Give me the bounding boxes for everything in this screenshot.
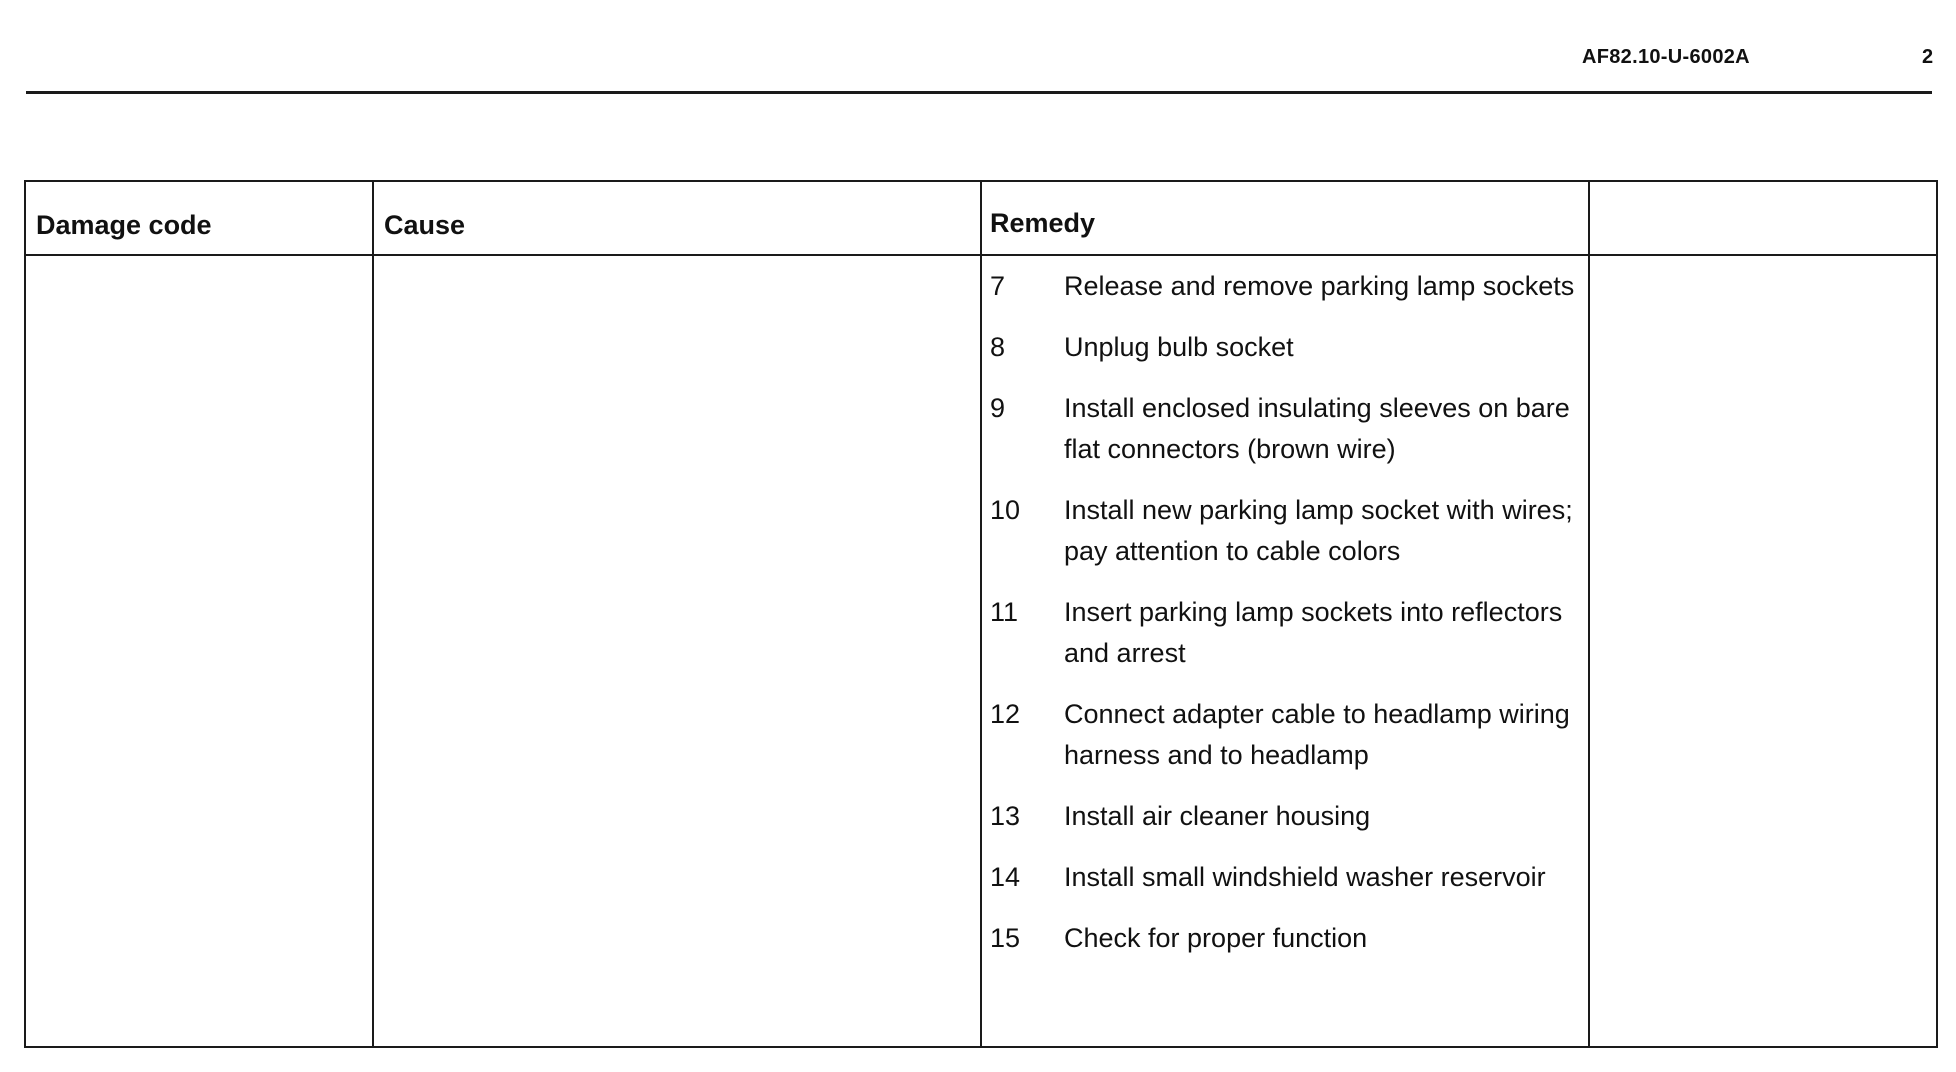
remedy-step: 13 Install air cleaner housing [990, 796, 1590, 837]
step-number: 14 [990, 862, 1021, 892]
column-header-remedy: Remedy [990, 208, 1096, 238]
step-text: Check for proper function [1064, 923, 1368, 953]
step-text: Insert parking lamp sockets into reflect… [1064, 597, 1563, 668]
step-text: Install small windshield washer reservoi… [1064, 862, 1546, 892]
step-text: Install enclosed insulating sleeves on b… [1064, 393, 1570, 464]
header-rule [26, 91, 1932, 94]
column-divider [1588, 182, 1590, 1046]
step-text: Connect adapter cable to headlamp wiring… [1064, 699, 1570, 770]
step-text: Install air cleaner housing [1064, 801, 1371, 831]
remedy-step: 7 Release and remove parking lamp socket… [990, 266, 1590, 307]
step-number: 12 [990, 699, 1021, 729]
column-header-damage-code: Damage code [36, 210, 212, 240]
step-number: 9 [990, 393, 1006, 423]
step-number: 8 [990, 332, 1006, 362]
header-divider [26, 254, 1936, 256]
step-text: Install new parking lamp socket with wir… [1064, 495, 1573, 566]
damage-remedy-table: Damage code Cause Remedy 7 Release and r… [24, 180, 1938, 1048]
document-id: AF82.10-U-6002A [1582, 46, 1750, 68]
column-divider [980, 182, 982, 1046]
step-number: 15 [990, 923, 1021, 953]
step-number: 10 [990, 495, 1021, 525]
step-text: Release and remove parking lamp sockets [1064, 271, 1575, 301]
remedy-steps-list: 7 Release and remove parking lamp socket… [990, 266, 1590, 979]
remedy-step: 10 Install new parking lamp socket with … [990, 490, 1590, 572]
step-number: 13 [990, 801, 1021, 831]
page-number: 2 [1922, 46, 1934, 68]
remedy-step: 11 Insert parking lamp sockets into refl… [990, 592, 1590, 674]
step-text: Unplug bulb socket [1064, 332, 1294, 362]
remedy-step: 15 Check for proper function [990, 918, 1590, 959]
remedy-step: 12 Connect adapter cable to headlamp wir… [990, 694, 1590, 776]
column-divider [372, 182, 374, 1046]
step-number: 11 [990, 597, 1019, 627]
column-header-cause: Cause [384, 210, 466, 240]
step-number: 7 [990, 271, 1006, 301]
remedy-step: 8 Unplug bulb socket [990, 327, 1590, 368]
remedy-step: 9 Install enclosed insulating sleeves on… [990, 388, 1590, 470]
remedy-step: 14 Install small windshield washer reser… [990, 857, 1590, 898]
